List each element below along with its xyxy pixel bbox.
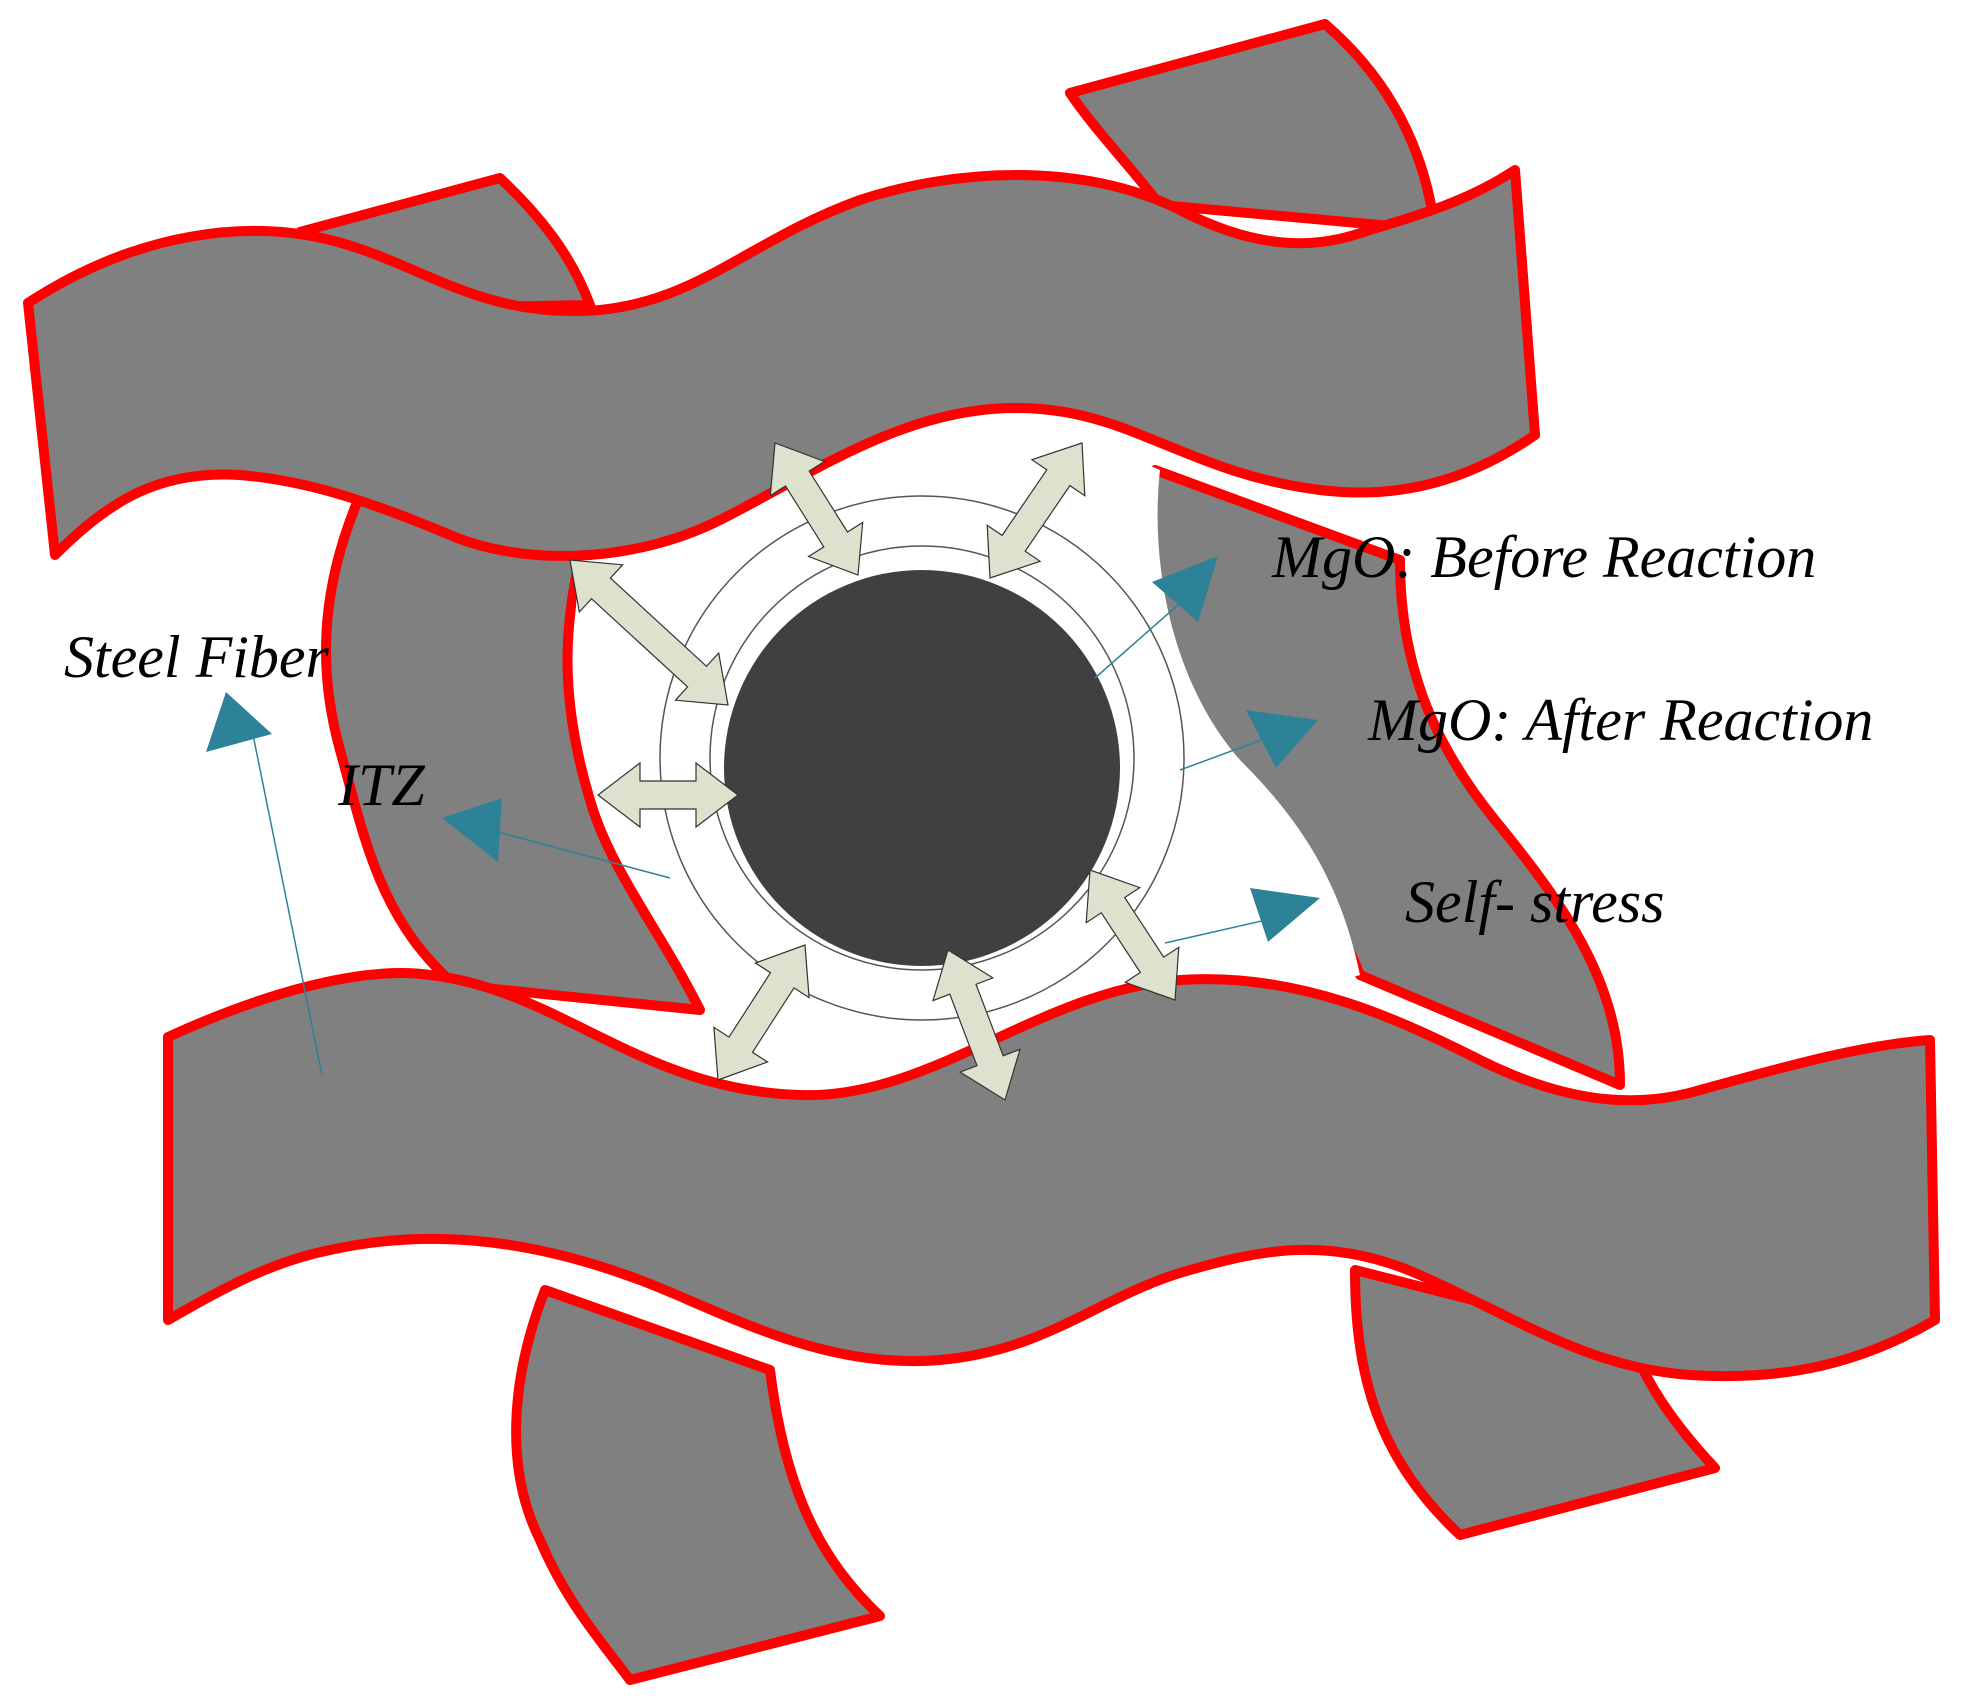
label-steel-fiber: Steel Fiber — [64, 624, 330, 690]
mgo-after-reaction-ring — [659, 495, 1185, 1021]
label-mgo-before-reaction: MgO: Before Reaction — [1271, 524, 1816, 590]
leader-lines — [206, 556, 1320, 1076]
steel-fiber-top-horizontal — [23, 165, 1540, 561]
leader-mgo-after — [1179, 734, 1276, 771]
steel-fibers-front — [23, 165, 1940, 1382]
self-stress-arrow-icon — [1085, 869, 1180, 1001]
pointer-mgo-before-icon — [1152, 556, 1218, 622]
steel-fibers-back — [295, 19, 1720, 1685]
label-itz: ITZ — [337, 752, 425, 818]
pointer-mgo-after-icon — [1246, 710, 1318, 768]
steel-fiber-left-vertical — [321, 495, 705, 1015]
pointer-steel-fiber-icon — [206, 692, 272, 752]
steel-fiber-bottom-left — [511, 1285, 885, 1685]
pointer-self-stress-icon — [1250, 888, 1320, 942]
self-stress-arrow-icon — [569, 559, 729, 706]
self-stress-arrows — [569, 442, 1180, 1101]
leader-itz — [489, 829, 671, 879]
steel-fiber-bottom-right — [1350, 1265, 1720, 1540]
labels: Steel Fiber ITZ MgO: Before Reaction MgO… — [64, 524, 1873, 935]
label-mgo-after-reaction: MgO: After Reaction — [1367, 687, 1873, 753]
self-stress-arrow-icon — [932, 949, 1021, 1101]
self-stress-arrow-icon — [986, 442, 1086, 579]
leader-steel-fiber — [249, 719, 323, 1076]
pointer-itz-icon — [442, 798, 502, 862]
self-stress-arrow-icon — [769, 442, 864, 576]
label-self-stress: Self- stress — [1405, 869, 1664, 935]
self-stress-arrow-icon — [713, 944, 810, 1081]
leader-self-stress — [1164, 917, 1276, 944]
self-stress-arrow-icon — [597, 761, 739, 829]
mgo-core — [724, 570, 1120, 966]
steel-fiber-bottom-horizontal — [163, 968, 1940, 1382]
